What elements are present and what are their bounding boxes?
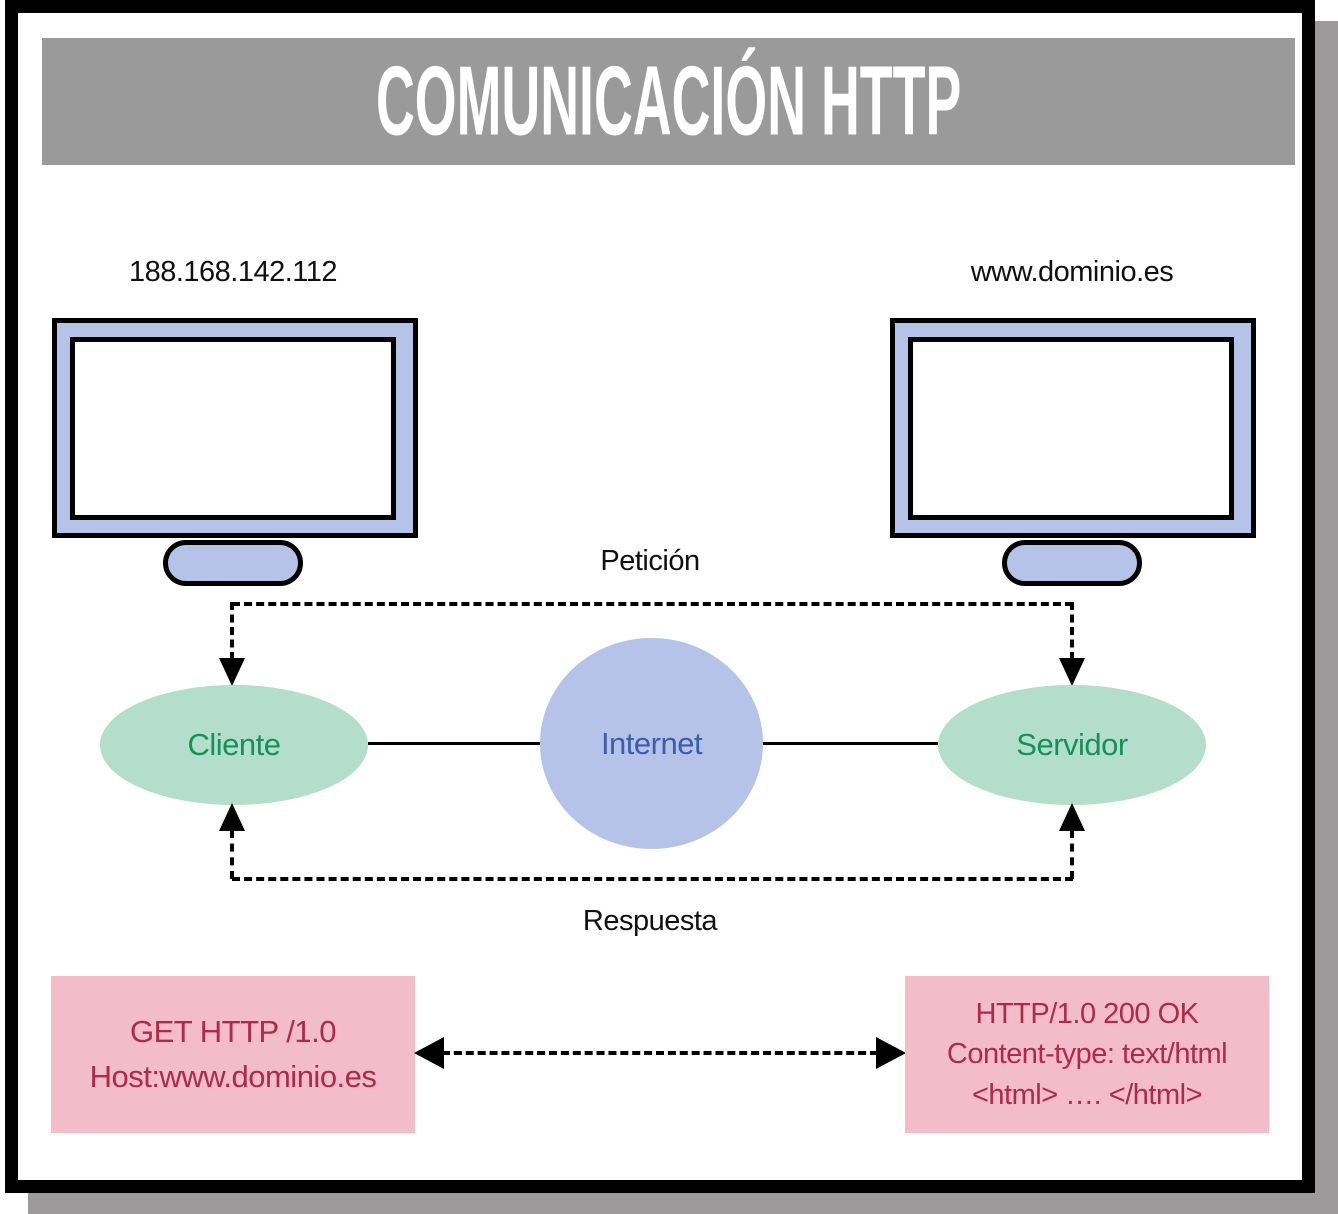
client-internet-link <box>368 742 540 745</box>
response-message-box: HTTP/1.0 200 OK Content-type: text/html … <box>905 976 1269 1133</box>
arrowhead-left-icon <box>414 1037 444 1069</box>
server-monitor-screen <box>908 337 1234 520</box>
client-ip-label: 188.168.142.112 <box>128 256 338 288</box>
title-bar: COMUNICACIÓN HTTP <box>42 38 1295 165</box>
client-monitor-icon <box>52 318 418 538</box>
request-label: Petición <box>600 545 700 577</box>
request-line-2: Host:www.dominio.es <box>89 1058 377 1094</box>
response-line-2: Content-type: text/html <box>946 1038 1228 1071</box>
response-dashed-line <box>232 877 1073 881</box>
client-node: Cliente <box>100 685 368 805</box>
request-dashed-line <box>232 602 1073 606</box>
server-monitor-icon <box>890 318 1256 538</box>
server-domain-label: www.dominio.es <box>970 256 1174 288</box>
internet-node: Internet <box>540 638 763 849</box>
response-line-1: HTTP/1.0 200 OK <box>975 998 1200 1031</box>
exchange-dashed-line <box>442 1051 878 1055</box>
server-node-label: Servidor <box>1016 727 1128 762</box>
internet-server-link <box>763 742 938 745</box>
response-dashed-drop-right <box>1070 830 1074 879</box>
internet-node-label: Internet <box>600 725 703 761</box>
server-node: Servidor <box>938 685 1206 805</box>
client-monitor-screen <box>70 337 396 520</box>
arrow-down-into-client-icon <box>219 658 245 686</box>
page-title: COMUNICACIÓN HTTP <box>375 46 962 156</box>
request-dashed-drop-right <box>1070 602 1074 660</box>
response-label: Respuesta <box>582 905 718 937</box>
server-monitor-stand <box>1002 540 1142 586</box>
request-message-box: GET HTTP /1.0 Host:www.dominio.es <box>51 976 415 1133</box>
client-node-label: Cliente <box>187 727 282 762</box>
arrow-up-into-client-icon <box>219 803 245 831</box>
arrow-up-into-server-icon <box>1059 803 1085 831</box>
request-dashed-drop-left <box>230 602 234 660</box>
response-line-3: <html> …. </html> <box>971 1078 1203 1111</box>
response-dashed-drop-left <box>230 830 234 879</box>
client-monitor-stand <box>163 540 303 586</box>
request-line-1: GET HTTP /1.0 <box>130 1014 336 1050</box>
arrowhead-right-icon <box>876 1037 906 1069</box>
arrow-down-into-server-icon <box>1059 658 1085 686</box>
